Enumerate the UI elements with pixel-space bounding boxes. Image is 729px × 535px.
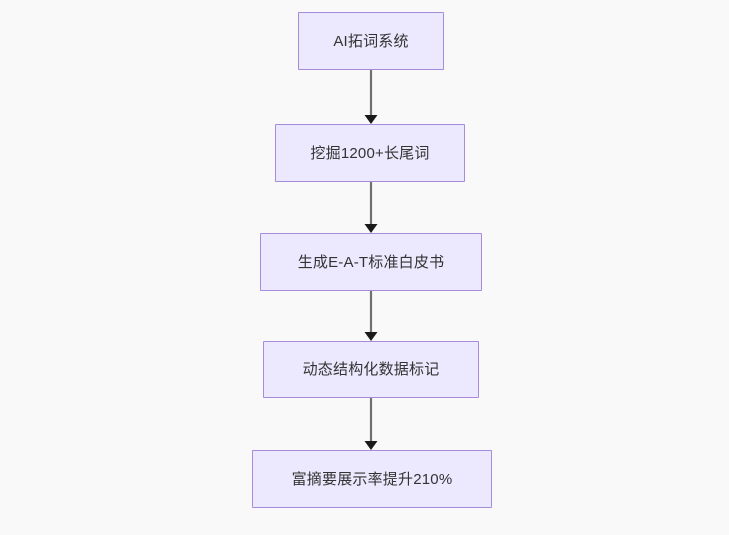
arrowhead-icon xyxy=(364,332,378,341)
flowchart-node-label: 富摘要展示率提升210% xyxy=(291,470,453,488)
connector-arrow xyxy=(359,398,383,450)
flowchart-node-label: 生成E-A-T标准白皮书 xyxy=(297,253,445,271)
flowchart-node-n3[interactable]: 生成E-A-T标准白皮书 xyxy=(260,233,482,291)
flowchart-node-label: 挖掘1200+长尾词 xyxy=(310,144,430,162)
flowchart-node-n2[interactable]: 挖掘1200+长尾词 xyxy=(275,124,465,182)
flowchart-node-n4[interactable]: 动态结构化数据标记 xyxy=(263,341,479,398)
connector-arrow xyxy=(359,182,383,233)
flowchart-node-label: AI拓词系统 xyxy=(333,32,409,50)
flowchart-node-label: 动态结构化数据标记 xyxy=(302,361,440,378)
arrowhead-icon xyxy=(364,115,378,124)
arrowhead-icon xyxy=(364,224,378,233)
flowchart-node-n1[interactable]: AI拓词系统 xyxy=(298,12,444,70)
connector-arrow xyxy=(359,70,383,124)
flowchart-node-n5[interactable]: 富摘要展示率提升210% xyxy=(252,450,492,508)
connector-arrow xyxy=(359,291,383,341)
arrowhead-icon xyxy=(364,441,378,450)
